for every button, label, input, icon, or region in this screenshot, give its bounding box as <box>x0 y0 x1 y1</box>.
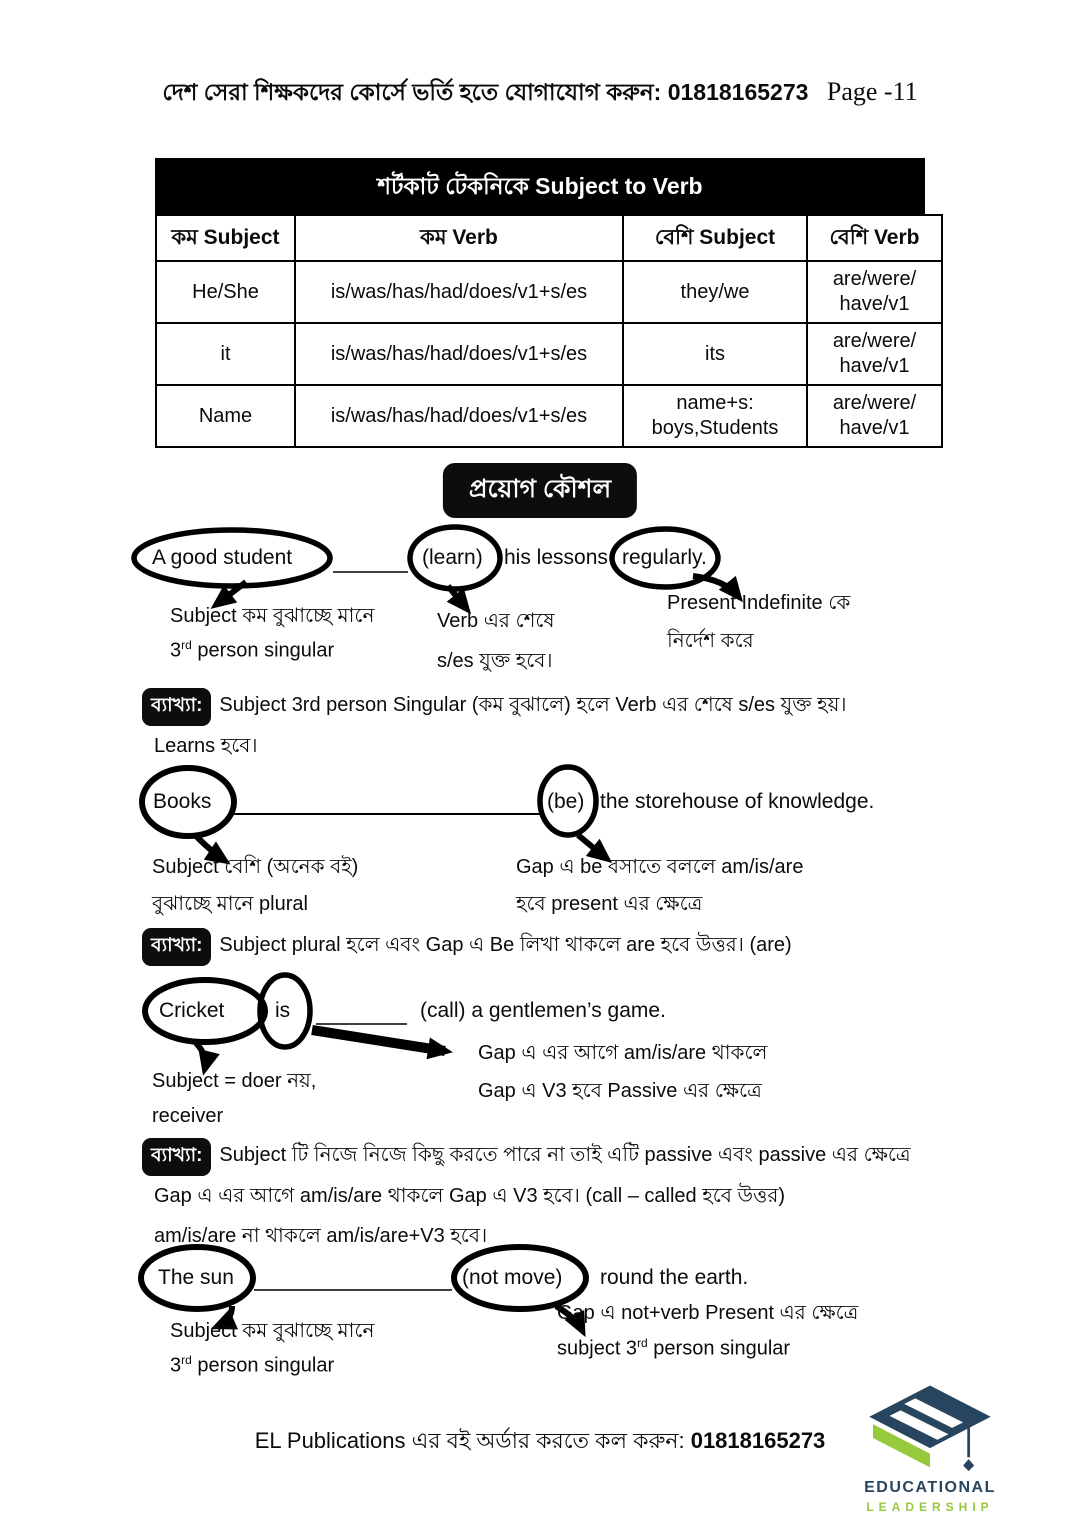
table-row: Name is/was/has/had/does/v1+s/es name+s:… <box>155 384 943 448</box>
cell-plural-subject: name+s: boys,Students <box>622 384 808 448</box>
ex2-end-text: the storehouse of knowledge. <box>600 790 875 813</box>
ex4-note-subject-line1: Subject কম বুঝাচ্ছে মানে <box>170 1320 375 1342</box>
ex4-subject-text: The sun <box>158 1266 234 1289</box>
ex4-note-subject-line2: 3rd person singular <box>170 1353 335 1377</box>
page-header: দেশ সেরা শিক্ষকদের কোর্সে ভর্তি হতে যোগা… <box>0 74 1080 113</box>
arrow-ex3-gap <box>311 1025 453 1060</box>
col-header-beshi-subject: বেশি Subject <box>622 214 808 262</box>
ex1-note-end-line1: Present Indefinite কে <box>667 592 851 614</box>
cell-plural-verb: are/were/ have/v1 <box>806 260 943 324</box>
ex1-note-verb-line2: s/es যুক্ত হবে। <box>437 650 553 672</box>
ex2-verb-text: (be) <box>547 790 585 813</box>
ex1-note-end-line2: নির্দেশ করে <box>667 630 754 652</box>
arrow-ex1-verb <box>445 584 472 615</box>
ex4-note-gap-line1: Gap এ not+verb Present এর ক্ষেত্রে <box>557 1302 859 1324</box>
explanation-badge: ব্যাখ্যা: <box>142 928 212 966</box>
ex3-note-subject-line1: Subject = doer নয়, <box>152 1070 317 1092</box>
publisher-logo: EDUCATIONAL LEADERSHIP <box>845 1380 1015 1514</box>
arrow-ex2-be <box>576 832 613 863</box>
graduation-cap-icon <box>869 1385 991 1472</box>
ex2-note-gap-line2: হবে present এর ক্ষেত্রে <box>516 893 703 915</box>
ex3-note-subject-line2: receiver <box>152 1105 224 1127</box>
cell-subject: Name <box>155 384 296 448</box>
col-header-kom-verb: কম Verb <box>294 214 624 262</box>
ex1-note-verb-line1: Verb এর শেষে <box>437 610 555 632</box>
ex2-note-subject-line2: বুঝাচ্ছে মানে plural <box>152 893 308 915</box>
table-row: it is/was/has/had/does/v1+s/es its are/w… <box>155 322 943 386</box>
ex2-note-gap-line1: Gap এ be বসাতে বললে am/is/are <box>516 856 804 878</box>
cell-verb: is/was/has/had/does/v1+s/es <box>294 322 624 386</box>
table-row: He/She is/was/has/had/does/v1+s/es they/… <box>155 260 943 324</box>
ex2-subject-text: Books <box>153 790 212 813</box>
explanation-badge: ব্যাখ্যা: <box>142 1138 212 1176</box>
cell-plural-verb: are/were/ have/v1 <box>806 384 943 448</box>
col-header-beshi-verb: বেশি Verb <box>806 214 943 262</box>
footer-text: EL Publications এর বই অর্ডার করতে কল করু… <box>254 1428 691 1453</box>
logo-text-educational: EDUCATIONAL <box>864 1479 996 1496</box>
ex3-rest-text: (call) a gentlemen’s game. <box>420 999 666 1022</box>
cell-verb: is/was/has/had/does/v1+s/es <box>294 384 624 448</box>
ex2-note-subject-line1: Subject বেশি (অনেক বই) <box>152 856 359 878</box>
ex3-explanation-line2: Gap এ এর আগে am/is/are থাকলে Gap এ V3 হব… <box>154 1185 786 1207</box>
cell-subject: He/She <box>155 260 296 324</box>
ex3-note-gap-line1: Gap এ এর আগে am/is/are থাকলে <box>478 1042 768 1064</box>
ex1-end-text: regularly. <box>622 546 707 569</box>
header-contact-text: দেশ সেরা শিক্ষকদের কোর্সে ভর্তি হতে যোগা… <box>162 79 809 105</box>
cell-plural-subject: they/we <box>622 260 808 324</box>
cell-verb: is/was/has/had/does/v1+s/es <box>294 260 624 324</box>
explanation-badge: ব্যাখ্যা: <box>142 688 212 726</box>
technique-table: শর্টকাট টেকনিকে Subject to Verb কম Subje… <box>155 158 943 448</box>
cell-plural-verb: are/were/ have/v1 <box>806 322 943 386</box>
ex3-explanation-line3: am/is/are না থাকলে am/is/are+V3 হবে। <box>154 1225 488 1247</box>
table-header-row: কম Subject কম Verb বেশি Subject বেশি Ver… <box>155 214 943 262</box>
ex1-subject-text: A good student <box>152 546 293 569</box>
ex4-note-gap-line2: subject 3rd person singular <box>557 1336 791 1360</box>
ex4-end-text: round the earth. <box>600 1266 749 1289</box>
col-header-kom-subject: কম Subject <box>155 214 296 262</box>
arrow-ex3-subject <box>193 1040 220 1076</box>
ex1-explanation-line1: Subject 3rd person Singular (কম বুঝালে) … <box>219 694 847 716</box>
ex1-note-subject-line1: Subject কম বুঝাচ্ছে মানে <box>170 605 375 627</box>
ex4-verb-text: (not move) <box>462 1266 563 1289</box>
table-title: শর্টকাট টেকনিকে Subject to Verb <box>155 158 925 214</box>
ex2-explanation-line1: Subject plural হলে এবং Gap এ Be লিখা থাক… <box>219 934 792 956</box>
ex1-middle-text: his lessons <box>504 546 608 569</box>
ex3-aux-text: is <box>275 999 291 1022</box>
page-number: Page -11 <box>826 77 918 106</box>
ex2-explanation: ব্যাখ্যা: Subject plural হলে এবং Gap এ Be… <box>142 928 952 966</box>
footer-phone: 01818165273 <box>690 1428 826 1453</box>
ex3-explanation-line1: Subject টি নিজে নিজে কিছু করতে পারে না ত… <box>219 1144 911 1166</box>
cell-subject: it <box>155 322 296 386</box>
footer-order-line: EL Publications এর বই অর্ডার করতে কল করু… <box>0 1424 1080 1461</box>
logo-text-leadership: LEADERSHIP <box>866 1500 994 1514</box>
ex1-note-subject-line2: 3rd person singular <box>170 638 335 662</box>
ex1-explanation-line2: Learns হবে। <box>154 735 258 757</box>
section-badge-proyog-koushol: প্রয়োগ কৌশল <box>442 463 638 518</box>
arrow-ex1-subject <box>210 579 248 609</box>
ex3-explanation: ব্যাখ্যা: Subject টি নিজে নিজে কিছু করতে … <box>142 1138 952 1256</box>
ex3-subject-text: Cricket <box>159 999 225 1022</box>
ex1-explanation: ব্যাখ্যা: Subject 3rd person Singular (কম… <box>142 688 952 766</box>
cell-plural-subject: its <box>622 322 808 386</box>
ex3-note-gap-line2: Gap এ V3 হবে Passive এর ক্ষেত্রে <box>478 1080 762 1102</box>
ex1-verb-text: (learn) <box>422 546 483 569</box>
